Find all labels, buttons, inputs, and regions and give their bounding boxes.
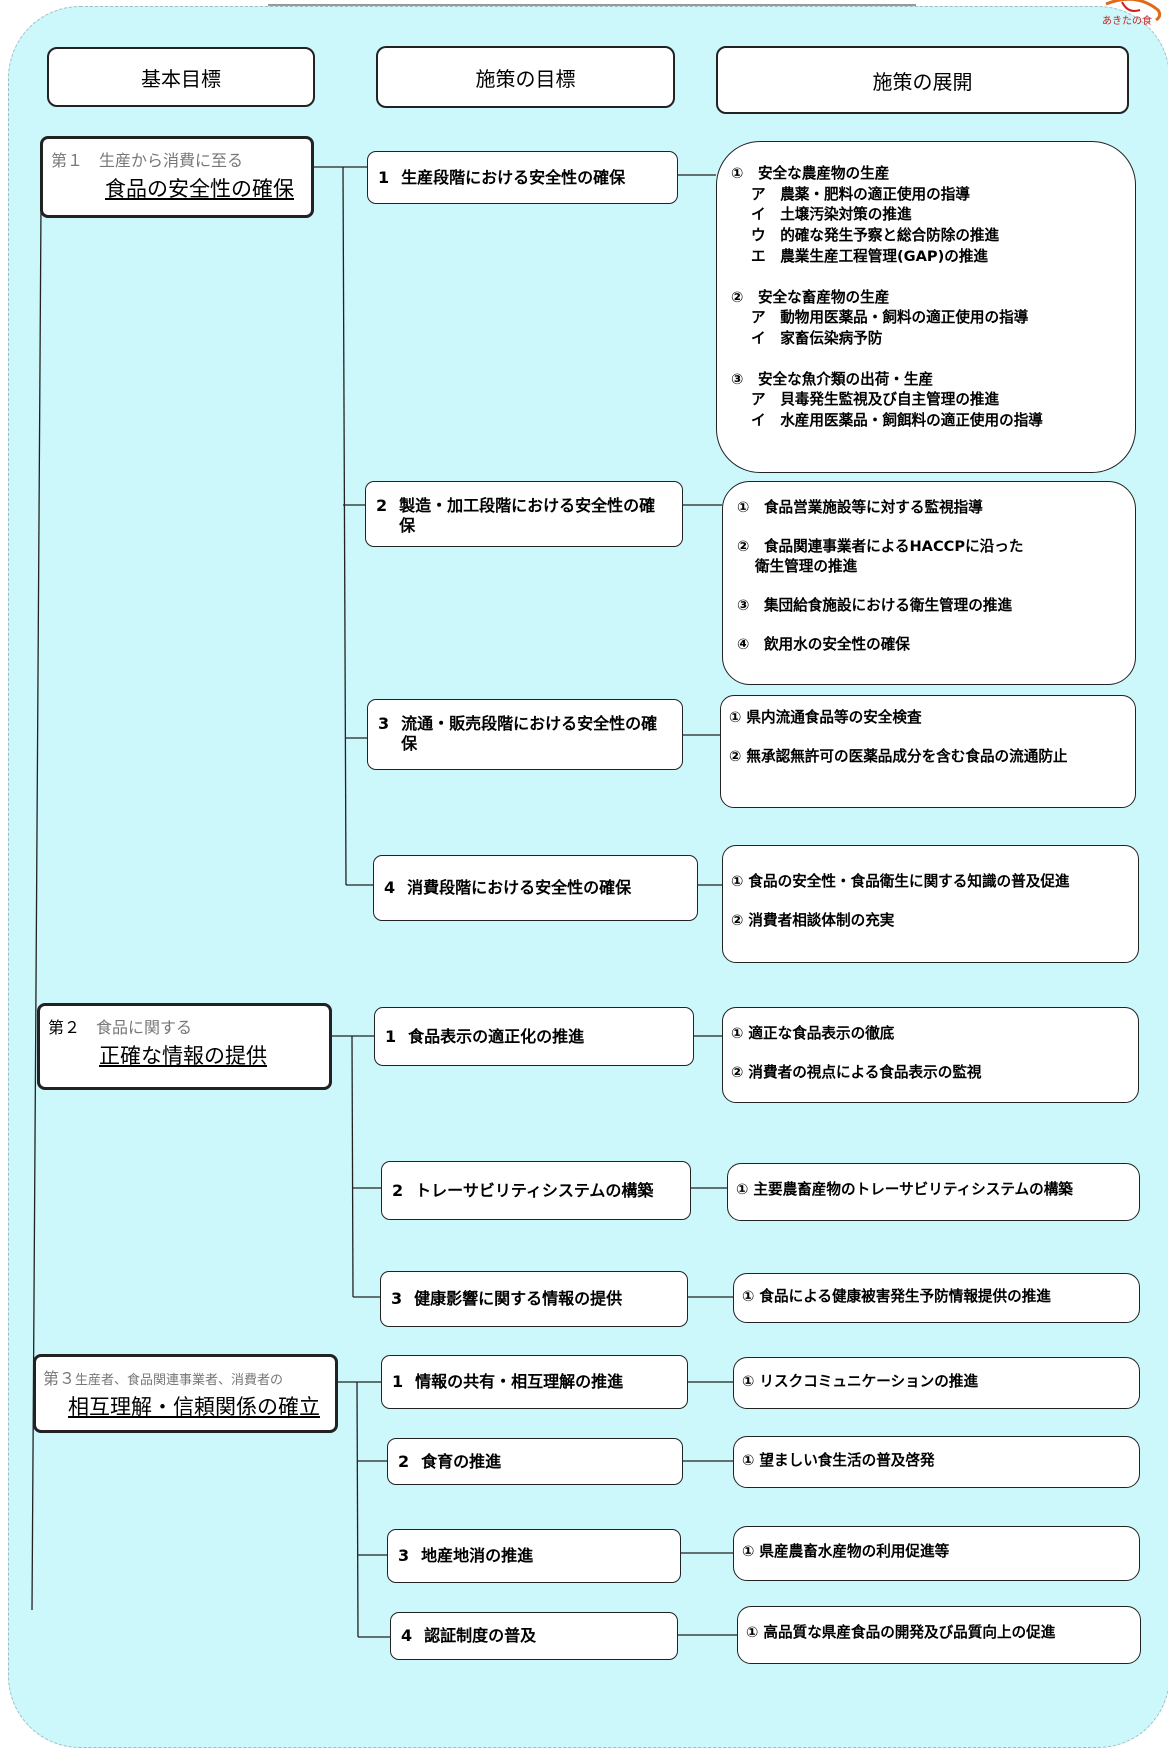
objective-label: 地産地消の推進 — [421, 1546, 534, 1565]
objective-number: 3 — [378, 714, 390, 733]
goal-2: 第２ 食品に関する 正確な情報の提供 — [37, 1003, 332, 1090]
development-subitem: イ 水産用医薬品・飼餌料の適正使用の指導 — [751, 412, 1043, 430]
akita-food-logo: あきたの食 — [1102, 0, 1162, 27]
goal-1-prefix: 第１ — [51, 151, 84, 170]
objective-label: 健康影響に関する情報の提供 — [414, 1289, 623, 1308]
development-3-4: ① 高品質な県産食品の開発及び品質向上の促進 — [737, 1606, 1141, 1664]
objective-label: 食品表示の適正化の推進 — [408, 1026, 585, 1046]
goal-1: 第１ 生産から消費に至る 食品の安全性の確保 — [40, 136, 314, 218]
logo-text: あきたの食 — [1102, 14, 1152, 27]
objective-3-1: 1 情報の共有・相互理解の推進 — [381, 1355, 688, 1409]
objective-2-3: 3 健康影響に関する情報の提供 — [380, 1271, 688, 1327]
objective-1-3: 3 流通・販売段階における安全性の確保 — [367, 699, 683, 770]
objective-number: 2 — [398, 1451, 410, 1471]
development-1-3: ① 県内流通食品等の安全検査 ② 無承認無許可の医薬品成分を含む食品の流通防止 — [720, 695, 1136, 808]
objective-number: 3 — [391, 1289, 403, 1308]
development-item: ① 県内流通食品等の安全検査 — [729, 709, 922, 726]
development-2-3: ① 食品による健康被害発生予防情報提供の推進 — [733, 1273, 1140, 1323]
objective-label: 製造・加工段階における安全性の確保 — [399, 496, 656, 535]
objective-3-2: 2 食育の推進 — [387, 1438, 683, 1485]
objective-label: 消費段階における安全性の確保 — [407, 878, 632, 897]
objective-label: 生産段階における安全性の確保 — [401, 167, 626, 187]
objective-label: 情報の共有・相互理解の推進 — [415, 1372, 624, 1391]
development-3-2: ① 望ましい食生活の普及啓発 — [733, 1436, 1140, 1488]
header-policy-objective: 施策の目標 — [376, 46, 675, 108]
objective-number: 2 — [376, 496, 388, 515]
objective-2-2: 2 トレーサビリティシステムの構築 — [381, 1161, 691, 1220]
objective-label: 流通・販売段階における安全性の確保 — [401, 714, 658, 753]
development-1-1: ① 安全な農産物の生産 ア 農薬・肥料の適正使用の指導 イ 土壌汚染対策の推進 … — [716, 141, 1136, 473]
development-subitem: ア 農薬・肥料の適正使用の指導 — [751, 185, 970, 203]
development-subitem: ア 貝毒発生監視及び自主管理の推進 — [751, 391, 1000, 409]
development-subitem: エ 農業生産工程管理(GAP)の推進 — [751, 247, 989, 265]
development-item: ② 安全な畜産物の生産 — [731, 288, 890, 306]
objective-number: 1 — [392, 1372, 404, 1391]
header-policy-development-label: 施策の展開 — [872, 69, 973, 94]
development-item: ① 食品による健康被害発生予防情報提供の推進 — [742, 1288, 1051, 1305]
objective-number: 1 — [378, 167, 390, 187]
development-1-4: ① 食品の安全性・食品衛生に関する知識の普及促進 ② 消費者相談体制の充実 — [722, 845, 1139, 963]
goal-2-title: 正確な情報の提供 — [99, 1044, 267, 1068]
development-item: ③ 安全な魚介類の出荷・生産 — [731, 370, 934, 388]
header-basic-goal: 基本目標 — [47, 47, 315, 107]
development-item: ① 適正な食品表示の徹底 — [731, 1025, 895, 1042]
development-item: ① 安全な農産物の生産 — [731, 165, 890, 182]
goal-3-title: 相互理解・信頼関係の確立 — [68, 1395, 320, 1419]
top-rule — [268, 0, 916, 6]
objective-1-2: 2 製造・加工段階における安全性の確保 — [365, 481, 683, 547]
development-item: ① 高品質な県産食品の開発及び品質向上の促進 — [746, 1624, 1056, 1641]
development-item-cont: 衛生管理の推進 — [755, 558, 858, 576]
goal-1-sub: 生産から消費に至る — [99, 151, 244, 170]
development-item: ① 食品営業施設等に対する監視指導 — [737, 499, 983, 516]
objective-number: 4 — [384, 878, 396, 897]
objective-1-4: 4 消費段階における安全性の確保 — [373, 855, 698, 921]
development-1-2: ① 食品営業施設等に対する監視指導 ② 食品関連事業者によるHACCPに沿った … — [722, 481, 1136, 685]
development-3-3: ① 県産農畜水産物の利用促進等 — [733, 1526, 1140, 1581]
objective-label: 認証制度の普及 — [424, 1626, 537, 1645]
development-3-1: ① リスクコミュニケーションの推進 — [733, 1357, 1140, 1409]
development-2-2: ① 主要農畜産物のトレーサビリティシステムの構築 — [727, 1163, 1140, 1221]
development-item: ② 食品関連事業者によるHACCPに沿った — [737, 537, 1024, 555]
objective-number: 4 — [401, 1626, 413, 1645]
goal-3: 第３生産者、食品関連事業者、消費者の 相互理解・信頼関係の確立 — [33, 1354, 338, 1433]
development-item: ④ 飲用水の安全性の確保 — [737, 635, 910, 653]
objective-number: 2 — [392, 1180, 404, 1200]
header-policy-development: 施策の展開 — [716, 46, 1129, 114]
objective-3-3: 3 地産地消の推進 — [387, 1529, 681, 1583]
goal-3-prefix: 第３ — [43, 1369, 76, 1388]
development-item: ② 無承認無許可の医薬品成分を含む食品の流通防止 — [729, 747, 1068, 765]
development-subitem: イ 家畜伝染病予防 — [751, 330, 883, 348]
objective-number: 1 — [385, 1026, 397, 1046]
goal-2-sub: 食品に関する — [96, 1018, 193, 1037]
development-subitem: ウ 的確な発生予察と総合防除の推進 — [751, 227, 1000, 245]
goal-3-sub: 生産者、食品関連事業者、消費者の — [75, 1373, 284, 1388]
development-item: ① 食品の安全性・食品衛生に関する知識の普及促進 — [731, 873, 1070, 890]
goal-2-subtitle: 第２ 食品に関する — [48, 1014, 319, 1038]
header-policy-objective-label: 施策の目標 — [475, 66, 576, 91]
objective-label: トレーサビリティシステムの構築 — [415, 1180, 654, 1200]
goal-3-subtitle: 第３生産者、食品関連事業者、消費者の — [43, 1365, 325, 1389]
development-item: ② 消費者相談体制の充実 — [731, 911, 895, 929]
objective-1-1: 1 生産段階における安全性の確保 — [367, 151, 678, 204]
development-item: ① 望ましい食生活の普及啓発 — [742, 1452, 935, 1469]
development-subitem: ア 動物用医薬品・飼料の適正使用の指導 — [751, 309, 1029, 327]
development-item: ① 県産農畜水産物の利用促進等 — [742, 1543, 950, 1560]
goal-1-subtitle: 第１ 生産から消費に至る — [51, 147, 301, 171]
header-basic-goal-label: 基本目標 — [141, 66, 221, 91]
objective-3-4: 4 認証制度の普及 — [390, 1612, 678, 1660]
development-item: ③ 集団給食施設における衛生管理の推進 — [737, 597, 1013, 615]
objective-label: 食育の推進 — [421, 1451, 502, 1471]
goal-2-prefix: 第２ — [48, 1018, 81, 1037]
development-2-1: ① 適正な食品表示の徹底 ② 消費者の視点による食品表示の監視 — [722, 1007, 1139, 1103]
goal-1-title: 食品の安全性の確保 — [105, 177, 294, 201]
development-item: ① リスクコミュニケーションの推進 — [742, 1373, 979, 1390]
objective-number: 3 — [398, 1546, 410, 1565]
development-item: ② 消費者の視点による食品表示の監視 — [731, 1063, 982, 1081]
objective-2-1: 1 食品表示の適正化の推進 — [374, 1007, 694, 1066]
development-item: ① 主要農畜産物のトレーサビリティシステムの構築 — [736, 1181, 1073, 1198]
development-subitem: イ 土壌汚染対策の推進 — [751, 206, 912, 224]
